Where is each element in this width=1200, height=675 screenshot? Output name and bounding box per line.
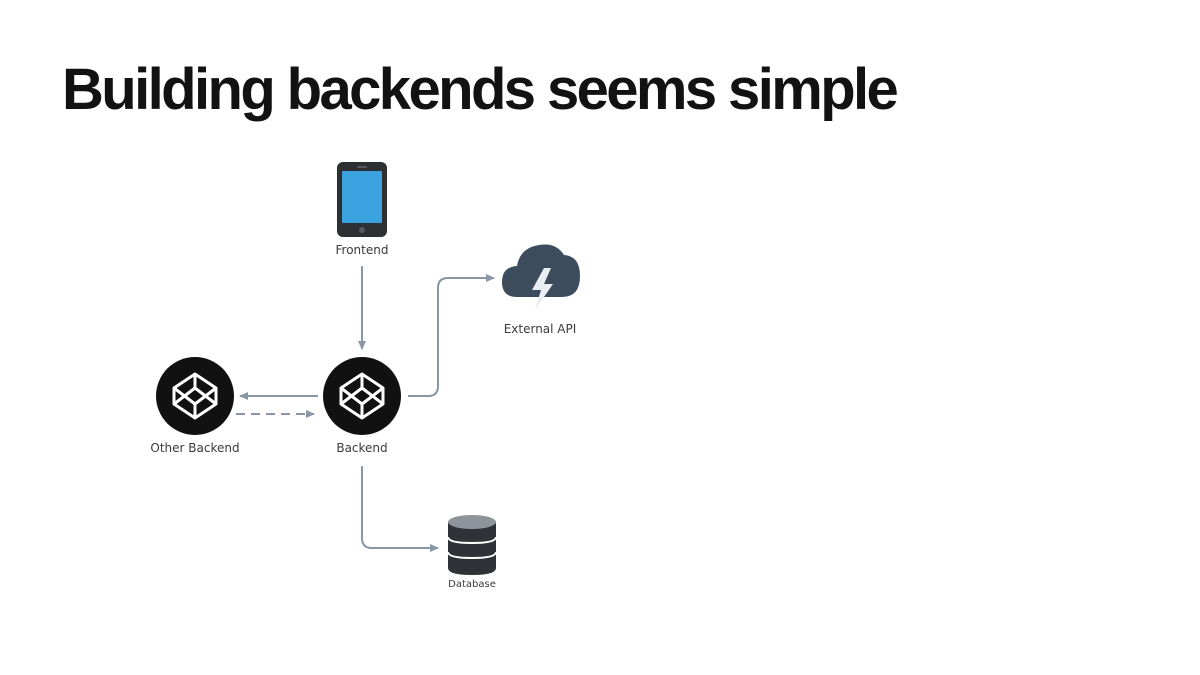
codepen-icon bbox=[156, 357, 234, 435]
frontend-label: Frontend bbox=[335, 243, 389, 257]
slide-title: Building backends seems simple bbox=[62, 57, 899, 122]
other-backend-label: Other Backend bbox=[150, 441, 240, 455]
edge-backend-to-database bbox=[361, 466, 439, 552]
cloud-lightning-icon bbox=[502, 244, 580, 310]
smartphone-icon bbox=[337, 162, 387, 237]
edge-backend-to-external-api bbox=[408, 274, 495, 397]
database-label: Database bbox=[448, 579, 496, 590]
external-api-label: External API bbox=[503, 322, 577, 336]
codepen-icon bbox=[323, 357, 401, 435]
backend-label: Backend bbox=[336, 441, 388, 455]
database-icon bbox=[447, 515, 497, 575]
